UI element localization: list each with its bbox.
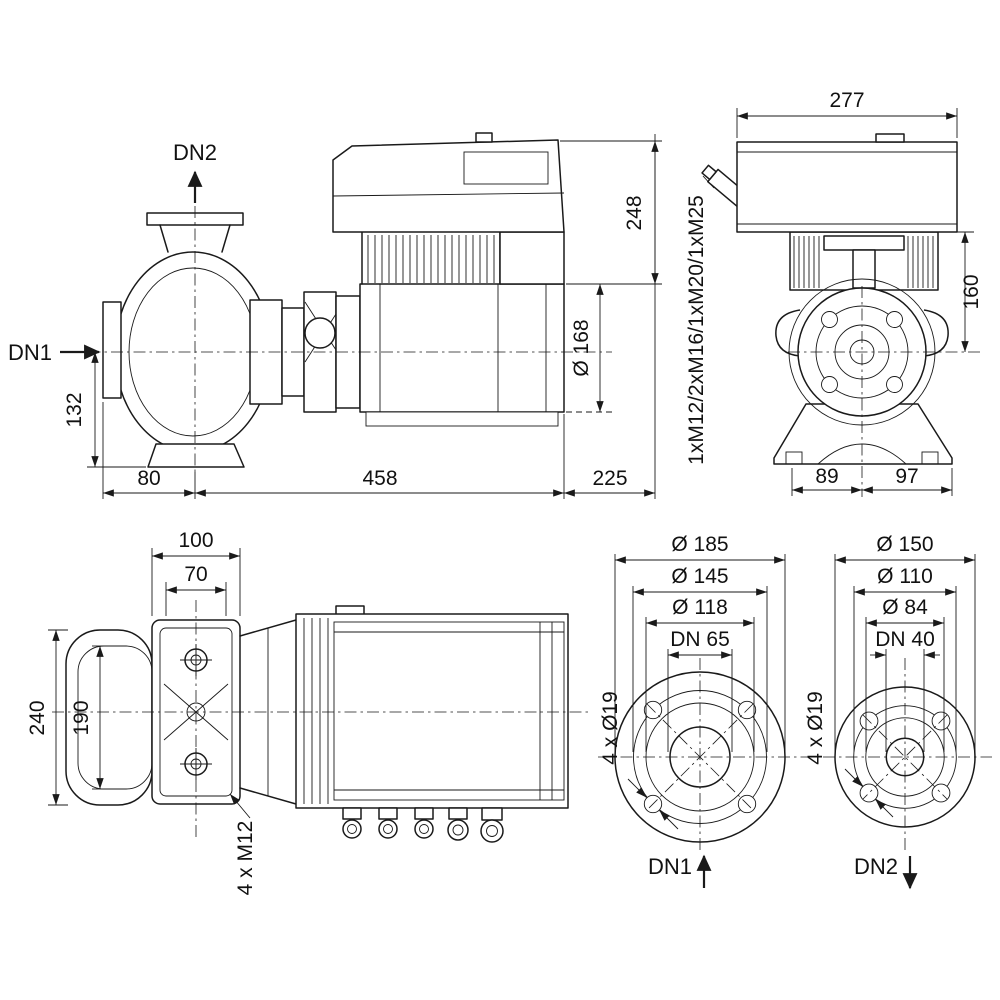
top-motor-module: [295, 605, 569, 843]
flange2-port-label: DN2: [854, 854, 898, 879]
flange2-bolt-holes-label: 4 x Ø19: [804, 691, 827, 765]
flange2-nominal-label: DN 40: [875, 628, 935, 651]
right-lug: [923, 309, 949, 357]
flange2-bolt-circle-label: Ø 110: [877, 565, 933, 588]
flange1-bolt-circle-label: Ø 145: [671, 565, 728, 588]
flange1-port-label: DN1: [648, 854, 692, 879]
top-dim-240-label: 240: [26, 700, 49, 735]
side-electronics-module: [332, 132, 565, 285]
front-dim-277-label: 277: [829, 89, 864, 112]
flange-dn1-view: Ø 185 Ø 145 Ø 118 DN 65 4 x Ø19 DN1: [599, 533, 786, 888]
side-dim-225-label: 225: [592, 467, 627, 490]
front-dim-97-label: 97: [895, 465, 918, 488]
flange-dn2-view: Ø 150 Ø 110 Ø 84 DN 40 4 x Ø19 DN2: [804, 533, 976, 890]
cable-glands-spec-label: 1xM12/2xM16/1xM20/1xM25: [685, 195, 708, 465]
left-lug: [775, 309, 801, 357]
suction-flange: [102, 301, 122, 399]
flange1-nominal-label: DN 65: [670, 628, 730, 651]
display-window: [463, 151, 549, 185]
flange1-raised-face-label: Ø 118: [672, 596, 728, 619]
flange1-bolt-holes-label: 4 x Ø19: [599, 691, 622, 765]
side-motor: [359, 231, 565, 427]
front-electronics-module: [701, 133, 958, 233]
flange2-raised-face-label: Ø 84: [882, 596, 928, 619]
side-dn2-label: DN2: [173, 140, 217, 165]
side-dn1-label: DN1: [8, 340, 52, 365]
side-view: DN2 DN1 132 80 458 225 248 Ø 168: [8, 132, 662, 499]
top-view: 100 70 240 190 4 x M12: [26, 529, 590, 895]
side-dim-458-label: 458: [362, 467, 397, 490]
side-dim-motor-dia-label: Ø 168: [570, 319, 593, 376]
pump-foot: [147, 443, 245, 468]
side-dim-248-label: 248: [623, 195, 646, 230]
bottom-cable-glands: [342, 807, 504, 843]
front-base: [773, 403, 953, 465]
heat-sink-fins: [367, 235, 495, 283]
side-dim-80-label: 80: [137, 467, 160, 490]
control-knob: [475, 132, 493, 143]
front-dim-89-label: 89: [815, 465, 838, 488]
side-pump-casing: [102, 212, 305, 468]
front-dim-160-label: 160: [960, 274, 983, 309]
top-dim-190-label: 190: [70, 700, 93, 735]
flange1-dia-outer-label: Ø 185: [671, 533, 728, 556]
front-motor-neck: [789, 231, 939, 291]
flange2-dia-outer-label: Ø 150: [876, 533, 933, 556]
front-view: 277 160 89 97 1xM12/2xM16/1xM20/1xM25: [685, 89, 983, 497]
top-dim-100-label: 100: [178, 529, 213, 552]
top-dim-70-label: 70: [184, 563, 207, 586]
top-bolts-label: 4 x M12: [234, 821, 257, 896]
side-dim-132-label: 132: [63, 392, 86, 427]
